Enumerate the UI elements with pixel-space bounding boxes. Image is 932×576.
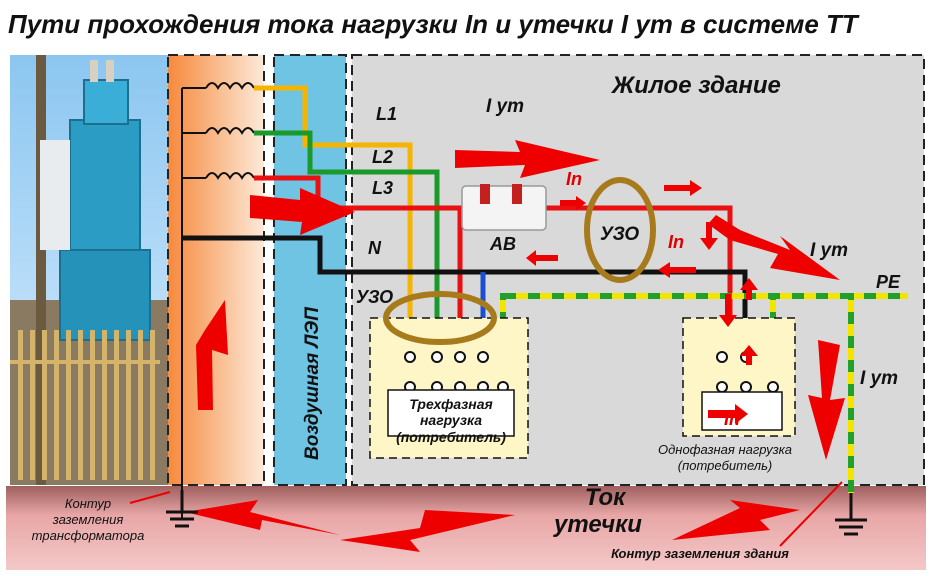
leak-label-right: I ут xyxy=(810,240,848,261)
uzo-label-main: УЗО xyxy=(600,224,639,245)
tr-ground-label-1: Контур xyxy=(65,496,111,511)
tr-ground-label-2: заземления xyxy=(52,512,124,527)
l2-label: L2 xyxy=(372,147,393,167)
in-label-1: In xyxy=(566,169,582,189)
n-label: N xyxy=(368,238,382,258)
transformer-ground xyxy=(166,490,198,528)
pe-label: PE xyxy=(876,272,901,292)
leak-current-title-2: утечки xyxy=(553,511,642,538)
transformer-photo xyxy=(10,55,168,485)
l1-label: L1 xyxy=(376,104,397,124)
single-phase-label-2: (потребитель) xyxy=(678,458,773,473)
three-phase-label-2: нагрузка xyxy=(420,412,482,428)
leak-label-ground: I ут xyxy=(860,368,898,389)
in-label-2: In xyxy=(668,232,684,252)
transformer-zone xyxy=(168,55,264,485)
tr-ground-label-3: трансформатора xyxy=(32,528,145,543)
bld-ground-label: Контур заземления здания xyxy=(611,546,789,561)
uzo-label-load: УЗО xyxy=(356,287,393,307)
single-phase-label-1: Однофазная нагрузка xyxy=(658,442,792,457)
page-title: Пути прохождения тока нагрузки In и утеч… xyxy=(8,9,860,39)
leak-label-top: I ут xyxy=(486,96,524,117)
current-arrows xyxy=(185,140,845,552)
building-label: Жилое здание xyxy=(610,72,781,99)
three-phase-label-3: (потребитель) xyxy=(396,429,506,445)
ground-band xyxy=(6,486,926,570)
circuit-breaker xyxy=(461,184,547,231)
overhead-line-label: Воздушная ЛЭП xyxy=(302,307,323,460)
ab-label: АВ xyxy=(489,234,516,254)
transformer-windings xyxy=(181,82,255,520)
uzo-ring-main xyxy=(584,177,656,283)
uzo-ring-load xyxy=(383,291,497,345)
three-phase-label-1: Трехфазная xyxy=(409,396,493,412)
l3-label: L3 xyxy=(372,178,393,198)
building-ground xyxy=(835,493,867,536)
leak-current-title-1: Ток xyxy=(585,484,627,511)
